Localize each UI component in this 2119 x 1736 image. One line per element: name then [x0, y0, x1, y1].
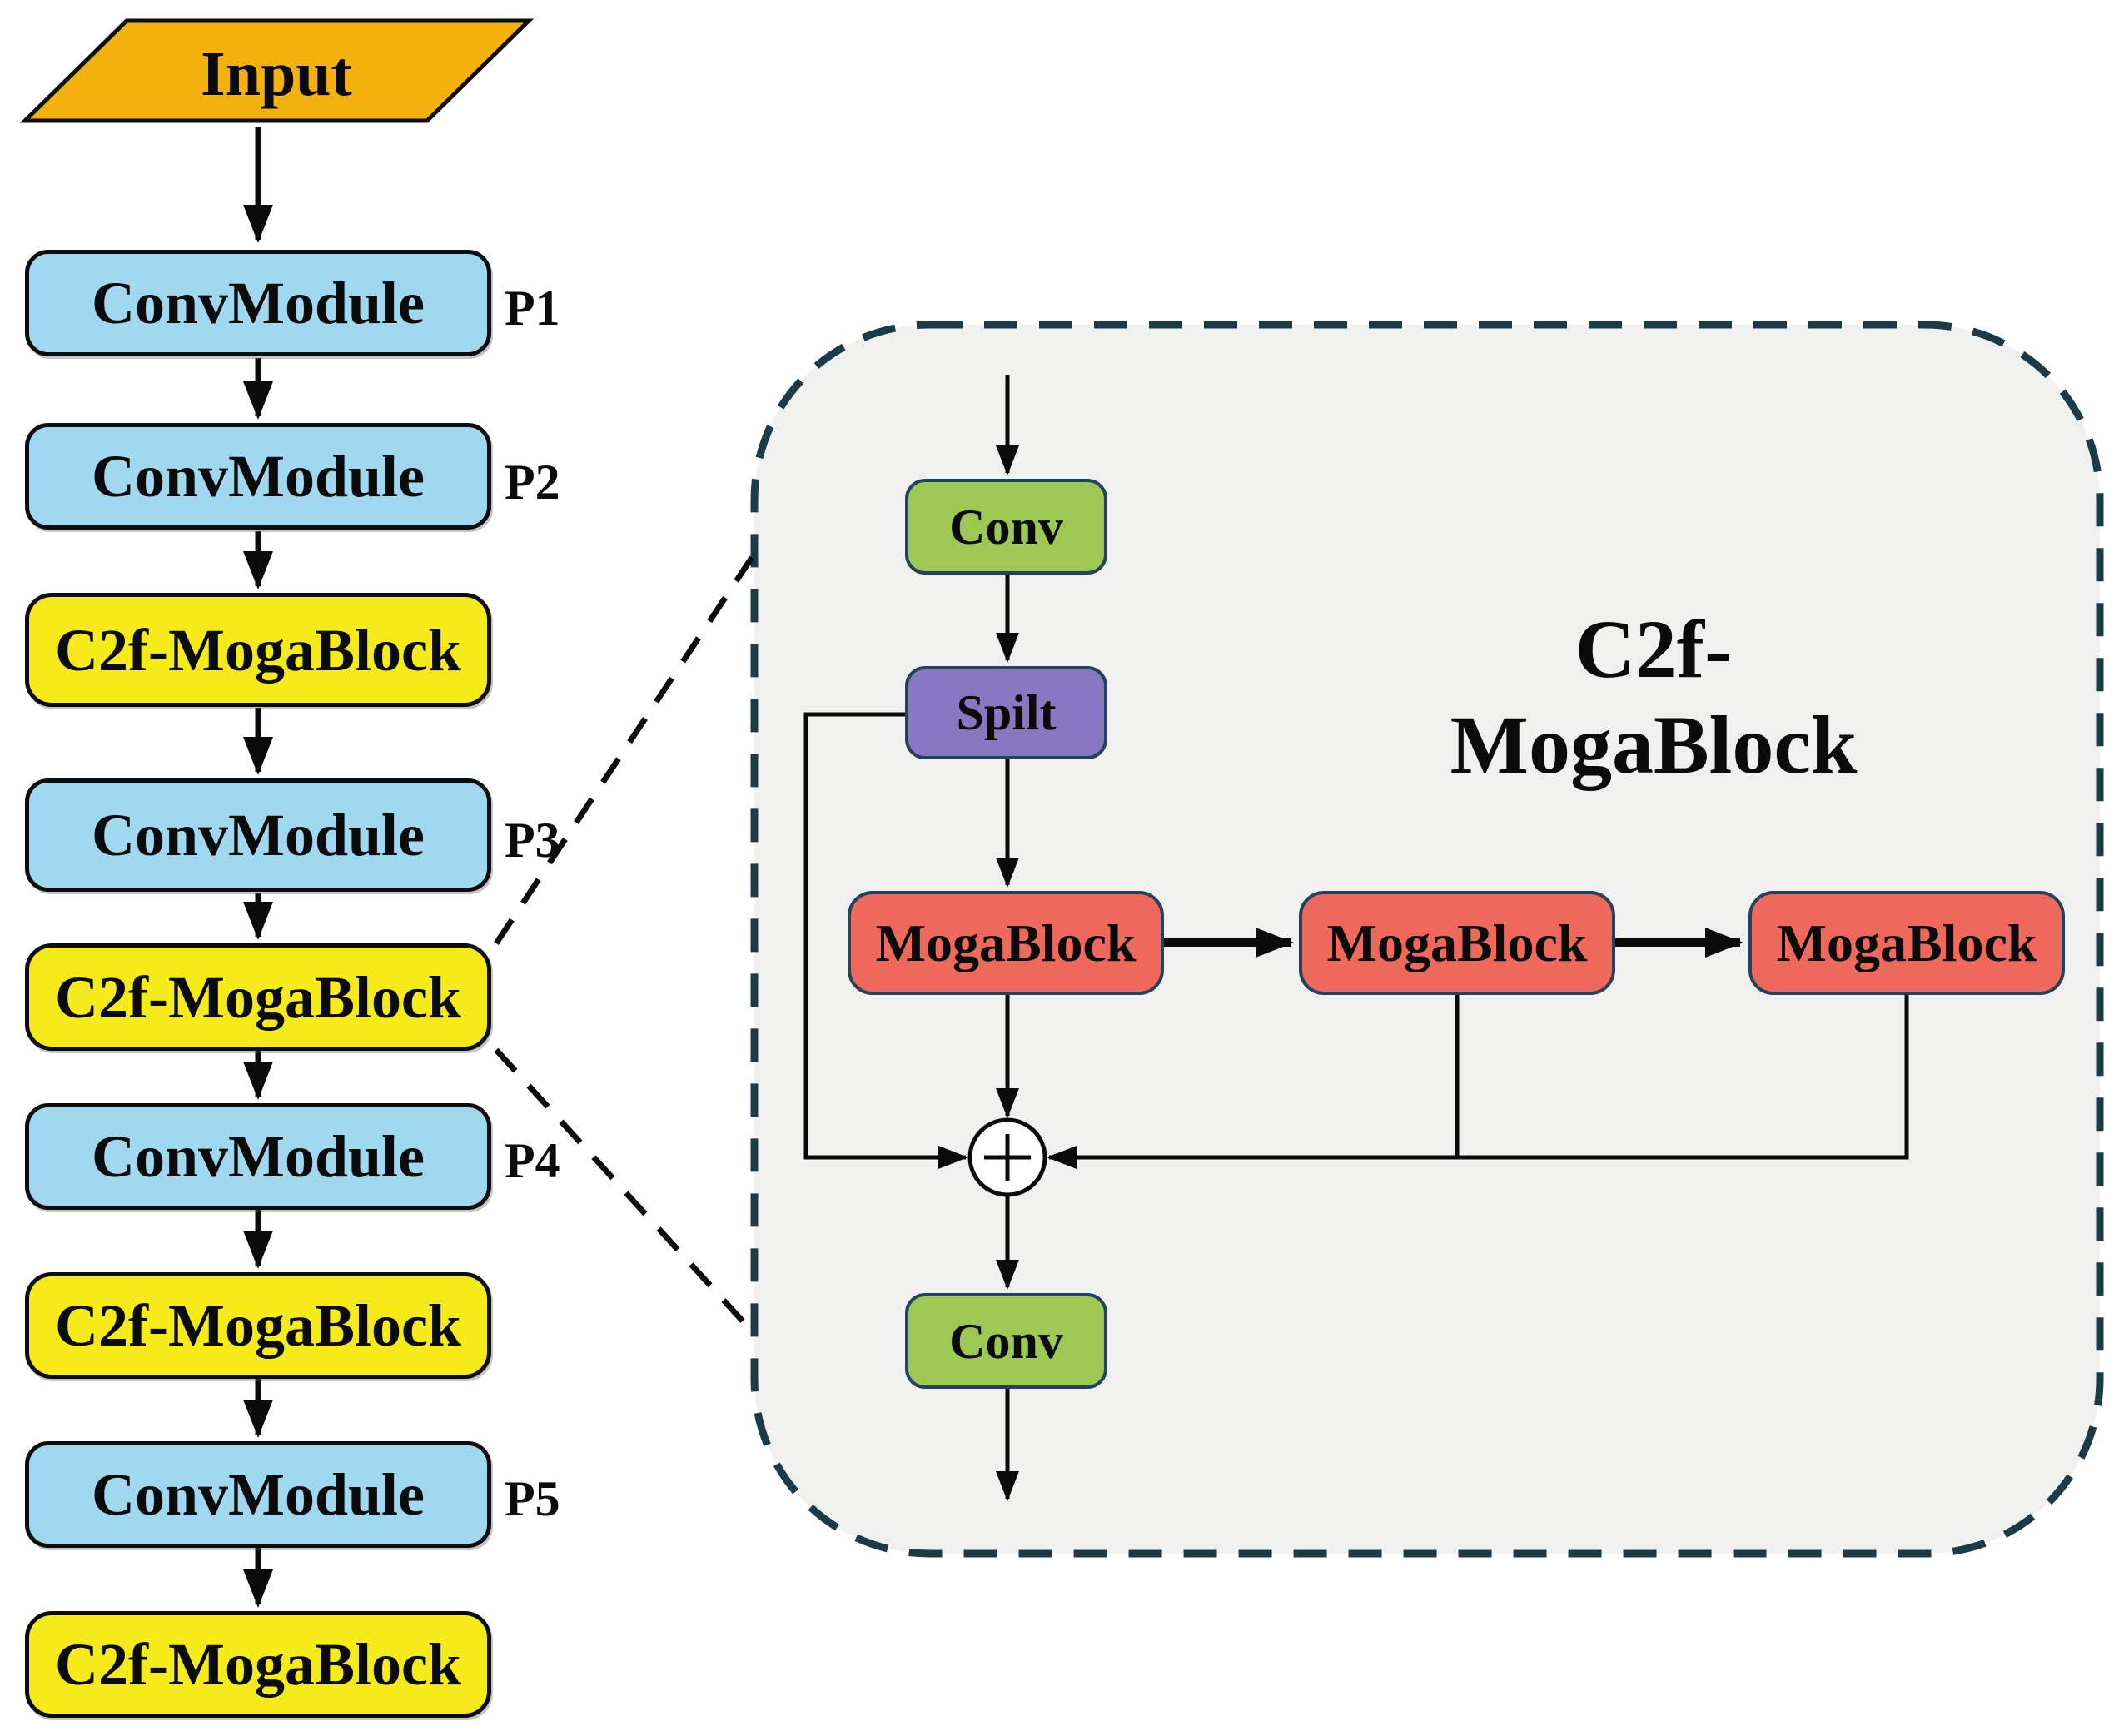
stage-label-p3: P3 [505, 813, 560, 868]
detail-conv-bottom: Conv [905, 1293, 1107, 1389]
backbone-convmodule-p1: ConvModule [25, 250, 491, 356]
detail-conv-top: Conv [905, 479, 1107, 575]
stage-label-p2: P2 [505, 455, 560, 510]
detail-mogablock-1: MogaBlock [848, 891, 1164, 995]
stage-label-p4: P4 [505, 1133, 560, 1188]
detail-mogablock-2: MogaBlock [1299, 891, 1615, 995]
moga3-return-line [1047, 995, 1909, 1169]
backbone-c2f-mogablock-3: C2f-MogaBlock [25, 1272, 491, 1379]
input-node-shape [19, 18, 535, 123]
zoom-connector-bottom [494, 1047, 755, 1335]
zoom-connector-top [494, 555, 755, 945]
detail-split: Spilt [905, 666, 1107, 759]
backbone-c2f-mogablock-4: C2f-MogaBlock [25, 1611, 491, 1718]
backbone-c2f-mogablock-1: C2f-MogaBlock [25, 593, 491, 707]
input-node: Input [201, 39, 352, 109]
stage-label-p5: P5 [505, 1471, 560, 1526]
detail-panel-title: C2f-MogaBlock [1450, 603, 1858, 791]
backbone-convmodule-p4: ConvModule [25, 1103, 491, 1210]
backbone-c2f-mogablock-2-highlighted: C2f-MogaBlock [25, 943, 491, 1051]
backbone-convmodule-p5: ConvModule [25, 1441, 491, 1548]
stage-label-p1: P1 [505, 281, 560, 336]
detail-mogablock-3: MogaBlock [1748, 891, 2065, 995]
detail-arrows [803, 375, 1909, 1501]
backbone-convmodule-p3: ConvModule [25, 778, 491, 892]
backbone-convmodule-p2: ConvModule [25, 423, 491, 530]
split-skip-line [803, 712, 968, 1169]
sum-node [967, 1117, 1047, 1197]
